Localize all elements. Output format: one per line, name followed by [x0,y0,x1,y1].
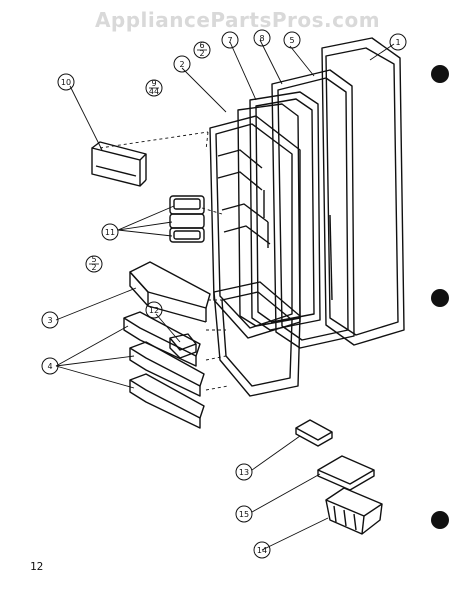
outer-door-panel [321,37,405,346]
callout-1: 1 [395,38,400,47]
storage-basket [325,487,383,535]
cover-lid [317,455,375,491]
callout-13: 13 [239,468,249,477]
watermark: AppliancePartsPros.com [94,8,381,32]
callout-3: 3 [47,316,52,325]
callout-5: 5 [289,36,294,45]
callout-6-top: 6 [199,41,204,50]
callout-8: 8 [259,34,264,43]
page-number: 12 [30,560,44,573]
callout-labels: 1 2 3 4 5 6 2 7 8 9 44 10 11 12 13 14 15… [47,34,400,555]
door-bin-large [129,261,211,323]
door-liner [209,115,301,397]
callout-15: 15 [239,510,249,519]
callout-2: 2 [179,60,184,69]
callout-5-left-top: 5 [91,255,96,264]
door-shelves [123,311,205,429]
callout-5-left-bottom: 2 [91,263,96,272]
callout-9-top: 9 [151,79,156,88]
callout-leaders [55,39,395,551]
callout-6-bottom: 2 [199,49,204,58]
upper-door-shelf [91,141,147,187]
callout-9-bottom: 44 [149,87,159,96]
leader-lines [99,131,229,391]
breaker-strip [249,91,321,331]
callout-11: 11 [105,228,115,237]
callout-circles [41,29,407,559]
binder-holes [431,65,449,529]
callout-14: 14 [257,546,267,555]
callout-4: 4 [47,362,52,371]
callout-7: 7 [227,36,232,45]
small-tray [295,419,333,447]
callout-12: 12 [149,306,159,315]
door-gasket [271,69,355,349]
covered-containers [169,195,205,243]
callout-10: 10 [61,78,71,87]
